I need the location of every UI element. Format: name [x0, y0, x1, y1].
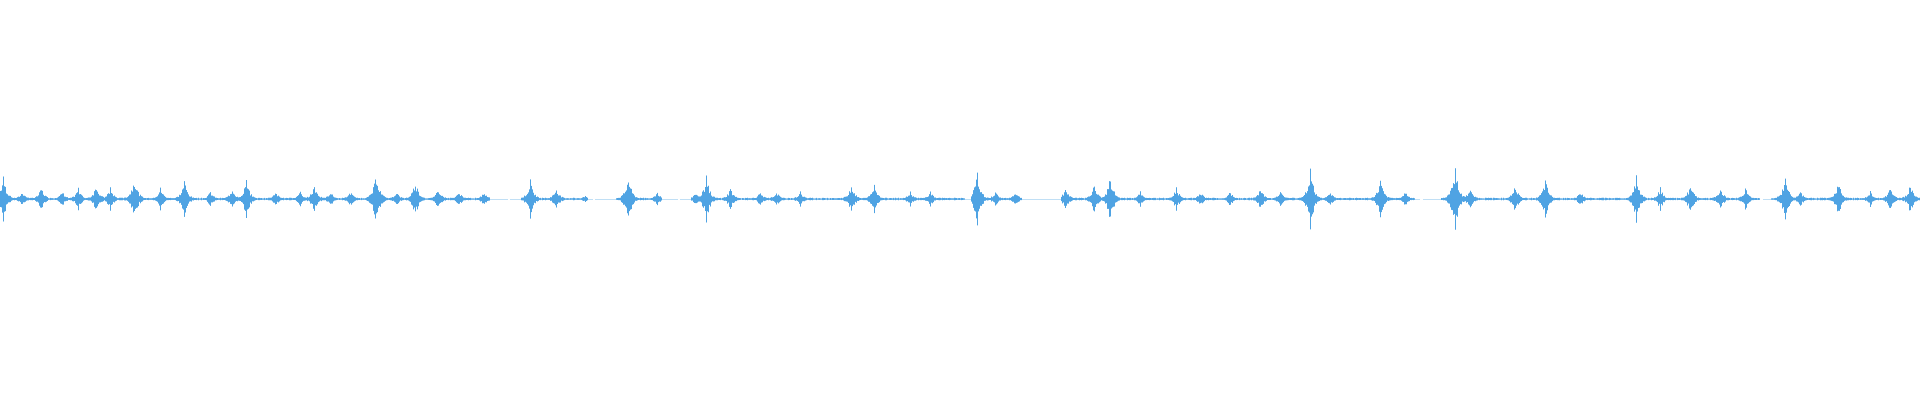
waveform-trace: [0, 168, 1920, 230]
